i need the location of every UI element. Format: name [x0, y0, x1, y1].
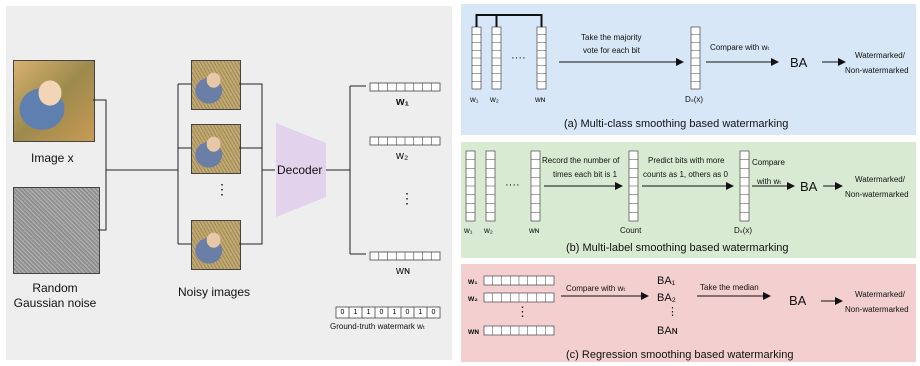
image-x-label: Image x — [31, 151, 74, 165]
b-ba: BA — [800, 179, 818, 194]
gt-watermark-label: Ground-truth watermark wₜ — [330, 322, 426, 331]
c-ba1: BA₁ — [657, 275, 676, 287]
b-predict-2: counts as 1, others as 0 — [643, 170, 728, 179]
noise-label: Random Gaussian noise — [13, 281, 97, 311]
a-w2: w₂ — [490, 95, 499, 104]
a-caption: (a) Multi-class smoothing based watermar… — [564, 118, 789, 130]
b-ds: Dₛ(x) — [734, 226, 753, 235]
b-w1: w₁ — [464, 226, 473, 235]
c-caption: (c) Regression smoothing based watermark… — [566, 349, 794, 361]
gt-bit: 0 — [431, 309, 436, 316]
c-out-2: Non-watermarked — [845, 305, 909, 314]
a-majority-1: Take the majority — [581, 33, 642, 42]
gt-bit: 1 — [418, 309, 423, 316]
c-dots-ba: ⋮ — [667, 306, 678, 318]
decoder-label: Decoder — [277, 163, 323, 177]
b-dots: ···· — [505, 179, 520, 191]
b-caption: (b) Multi-label smoothing based watermar… — [566, 242, 789, 254]
b-predict-1: Predict bits with more — [648, 156, 725, 165]
gt-bit: 0 — [405, 309, 410, 316]
c-ba2: BA₂ — [657, 292, 676, 304]
noisy-image-n — [191, 220, 241, 270]
noisy-images-label: Noisy images — [178, 285, 251, 299]
gt-bit: 1 — [353, 309, 358, 316]
a-out-2: Non-watermarked — [845, 66, 909, 75]
b-out-1: Watermarked/ — [855, 175, 905, 184]
c-dots-w: ⋮ — [516, 304, 529, 319]
gt-bit: 1 — [392, 309, 397, 316]
a-out-1: Watermarked/ — [855, 51, 905, 60]
c-w2: w₂ — [468, 294, 478, 303]
c-ba: BA — [789, 293, 807, 308]
a-ba: BA — [790, 55, 808, 70]
gt-bit: 0 — [340, 309, 345, 316]
c-compare: Compare with wₜ — [566, 284, 626, 293]
noise-label-line1: Random — [32, 281, 78, 295]
b-w2: w₂ — [484, 226, 493, 235]
noisy-image-1 — [191, 60, 241, 110]
b-record-2: times each bit is 1 — [553, 170, 618, 179]
c-w1: w₁ — [468, 277, 478, 286]
b-record-1: Record the number of — [542, 156, 620, 165]
a-ds: Dₛ(x) — [685, 95, 704, 104]
a-dots: ···· — [511, 52, 526, 64]
gt-bit: 1 — [366, 309, 371, 316]
c-median: Take the median — [700, 283, 759, 292]
a-compare: Compare with wₜ — [710, 43, 770, 52]
b-wN: wɴ — [529, 226, 540, 235]
w1-label: w₁ — [396, 96, 410, 108]
b-compare-2: with wₜ — [757, 177, 782, 186]
c-baN: BAɴ — [657, 325, 678, 337]
noise-label-line2: Gaussian noise — [13, 296, 97, 310]
w2-label: w₂ — [396, 150, 409, 162]
a-majority-2: vote for each bit — [583, 46, 640, 55]
noisy-images-dots: ⋮ — [215, 181, 229, 197]
gt-watermark-bits: 0 1 1 0 1 0 1 0 — [336, 307, 440, 318]
noisy-image-2 — [191, 124, 241, 174]
a-wN: wɴ — [535, 95, 546, 104]
c-out-1: Watermarked/ — [855, 290, 905, 299]
wN-label: wɴ — [396, 265, 411, 277]
c-wN: wɴ — [468, 327, 480, 336]
b-count: Count — [620, 226, 642, 235]
gt-bit: 0 — [379, 309, 384, 316]
b-out-2: Non-watermarked — [845, 190, 909, 199]
watermarks-dots: ⋮ — [400, 190, 414, 206]
image-x-picture — [13, 60, 95, 142]
a-w1: w₁ — [470, 95, 479, 104]
b-compare-1: Compare — [752, 158, 785, 167]
decoder-shape — [276, 123, 326, 217]
